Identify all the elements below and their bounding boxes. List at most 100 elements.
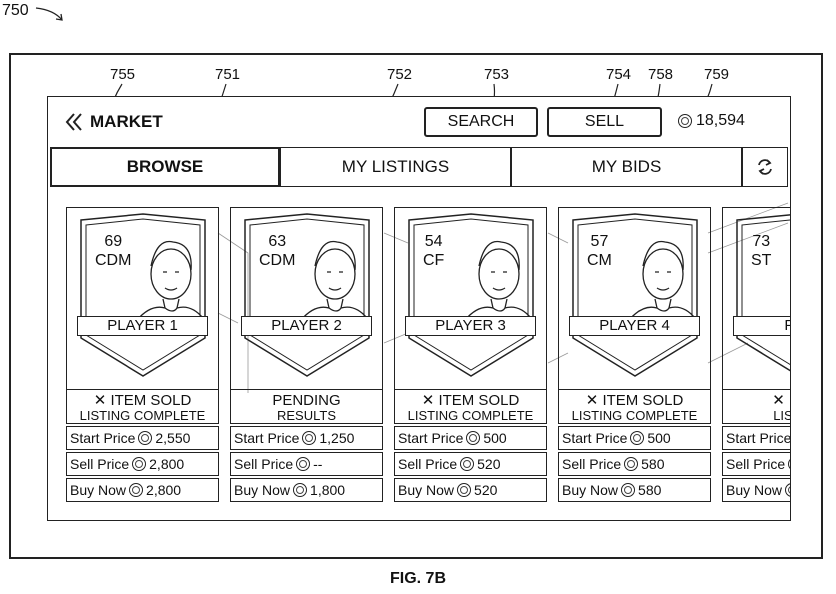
start-price-value: 500 [483, 430, 507, 446]
player-name: PLAYER 3 [405, 316, 536, 336]
coin-balance: 18,594 [678, 112, 745, 130]
player-rating: 63 CDM [259, 232, 295, 270]
start-price-label: Start Price [562, 430, 628, 446]
tab-browse[interactable]: BROWSE [50, 147, 280, 187]
coin-icon [678, 114, 692, 128]
player-name: PLAYER 4 [569, 316, 700, 336]
sell-price-row: Sell Price 2,800 [66, 452, 219, 476]
figure-arrow-icon [35, 7, 63, 21]
sell-price-label: Sell Price [234, 456, 294, 472]
start-price-value: 500 [647, 430, 671, 446]
card-portrait-area: 57 CM PLAYER 4 [558, 207, 711, 390]
player-rating: 69 CDM [95, 232, 131, 270]
double-chevron-left-icon [65, 113, 82, 131]
coin-icon [466, 431, 481, 445]
coin-icon [129, 483, 144, 497]
sell-price-value: 580 [641, 456, 665, 472]
status-line-1: ✕ ITEM SOLD [93, 392, 192, 409]
coin-icon [624, 457, 639, 471]
market-screen: MARKET SEARCH SELL 18,594 BROWSE MY LIST… [47, 96, 791, 521]
player-card[interactable]: 63 CDM PLAYER 2 PENDING RESULTS Start Pr… [230, 207, 383, 503]
sell-price-row: Sell Price [722, 452, 790, 476]
start-price-label: Start Price [726, 430, 791, 446]
listing-status: PENDING RESULTS [230, 390, 383, 424]
figure-caption: FIG. 7B [389, 570, 446, 587]
start-price-row: Start Price 500 [558, 426, 711, 450]
player-name: PLAYER 1 [77, 316, 208, 336]
card-portrait-area: 69 CDM PLAYER 1 [66, 207, 219, 390]
refresh-button[interactable] [742, 147, 788, 187]
sell-price-label: Sell Price [726, 456, 786, 472]
card-portrait-area: 54 CF PLAYER 3 [394, 207, 547, 390]
rating-value: 54 [424, 233, 443, 250]
start-price-value: 2,550 [155, 430, 191, 446]
coin-icon [296, 457, 311, 471]
search-button[interactable]: SEARCH [424, 107, 538, 137]
status-line-1: ✕ ITEM SOLD [585, 392, 684, 409]
player-name: PLA [733, 316, 790, 336]
back-button[interactable]: MARKET [64, 112, 163, 132]
tab-my-listings[interactable]: MY LISTINGS [280, 147, 511, 187]
start-price-value: 1,250 [319, 430, 355, 446]
player-card[interactable]: 73 ST PLA ✕ ITEM LISTING Start Price Sel… [722, 207, 791, 503]
coin-icon [460, 457, 475, 471]
sell-price-label: Sell Price [70, 456, 130, 472]
buy-now-label: Buy Now [70, 482, 127, 498]
rating-value: 69 [104, 233, 123, 250]
player-position: CM [587, 252, 612, 269]
sell-price-row: Sell Price 580 [558, 452, 711, 476]
start-price-label: Start Price [234, 430, 300, 446]
buy-now-label: Buy Now [234, 482, 291, 498]
player-position: CDM [95, 252, 132, 269]
start-price-row: Start Price [722, 426, 791, 450]
sell-price-row: Sell Price 520 [394, 452, 547, 476]
listing-status: ✕ ITEM LISTING [722, 390, 791, 424]
coin-icon [788, 457, 790, 471]
sell-price-row: Sell Price -- [230, 452, 383, 476]
start-price-label: Start Price [70, 430, 136, 446]
player-rating: 73 ST [751, 232, 771, 270]
ref-751: 751 [215, 66, 241, 83]
card-portrait-area: 63 CDM PLAYER 2 [230, 207, 383, 390]
start-price-row: Start Price 500 [394, 426, 547, 450]
buy-now-row: Buy Now 580 [558, 478, 711, 502]
coin-icon [785, 483, 790, 497]
listing-status: ✕ ITEM SOLD LISTING COMPLETE [394, 390, 547, 424]
coin-icon [621, 483, 636, 497]
rating-value: 63 [268, 233, 287, 250]
start-price-row: Start Price 1,250 [230, 426, 383, 450]
buy-now-row: Buy Now 2,800 [66, 478, 219, 502]
figure-number: 750 [2, 2, 63, 21]
sell-price-value: 520 [477, 456, 501, 472]
status-line-1: PENDING [272, 392, 341, 409]
buy-now-value: 1,800 [310, 482, 346, 498]
rating-value: 73 [752, 233, 771, 250]
rating-value: 57 [590, 233, 609, 250]
player-card[interactable]: 57 CM PLAYER 4 ✕ ITEM SOLD LISTING COMPL… [558, 207, 711, 503]
ref-755: 755 [110, 66, 136, 83]
player-position: ST [751, 252, 772, 269]
buy-now-value: 520 [474, 482, 498, 498]
ref-754: 754 [606, 66, 632, 83]
header-bar: MARKET SEARCH SELL 18,594 [48, 97, 790, 145]
player-card[interactable]: 54 CF PLAYER 3 ✕ ITEM SOLD LISTING COMPL… [394, 207, 547, 503]
coin-icon [630, 431, 645, 445]
status-line-2: LISTING [773, 408, 791, 423]
player-badge-icon [244, 213, 370, 377]
buy-now-row: Buy Now [722, 478, 790, 502]
listing-status: ✕ ITEM SOLD LISTING COMPLETE [558, 390, 711, 424]
coin-icon [138, 431, 153, 445]
tab-my-bids[interactable]: MY BIDS [511, 147, 742, 187]
start-price-row: Start Price 2,550 [66, 426, 219, 450]
sell-price-label: Sell Price [562, 456, 622, 472]
ref-759: 759 [704, 66, 730, 83]
buy-now-value: 2,800 [146, 482, 182, 498]
sell-button[interactable]: SELL [547, 107, 662, 137]
player-name: PLAYER 2 [241, 316, 372, 336]
sell-price-label: Sell Price [398, 456, 458, 472]
player-badge-icon [572, 213, 698, 377]
status-line-2: RESULTS [277, 408, 336, 423]
player-card[interactable]: 69 CDM PLAYER 1 ✕ ITEM SOLD LISTING COMP… [66, 207, 219, 503]
buy-now-row: Buy Now 1,800 [230, 478, 383, 502]
buy-now-value: 580 [638, 482, 662, 498]
